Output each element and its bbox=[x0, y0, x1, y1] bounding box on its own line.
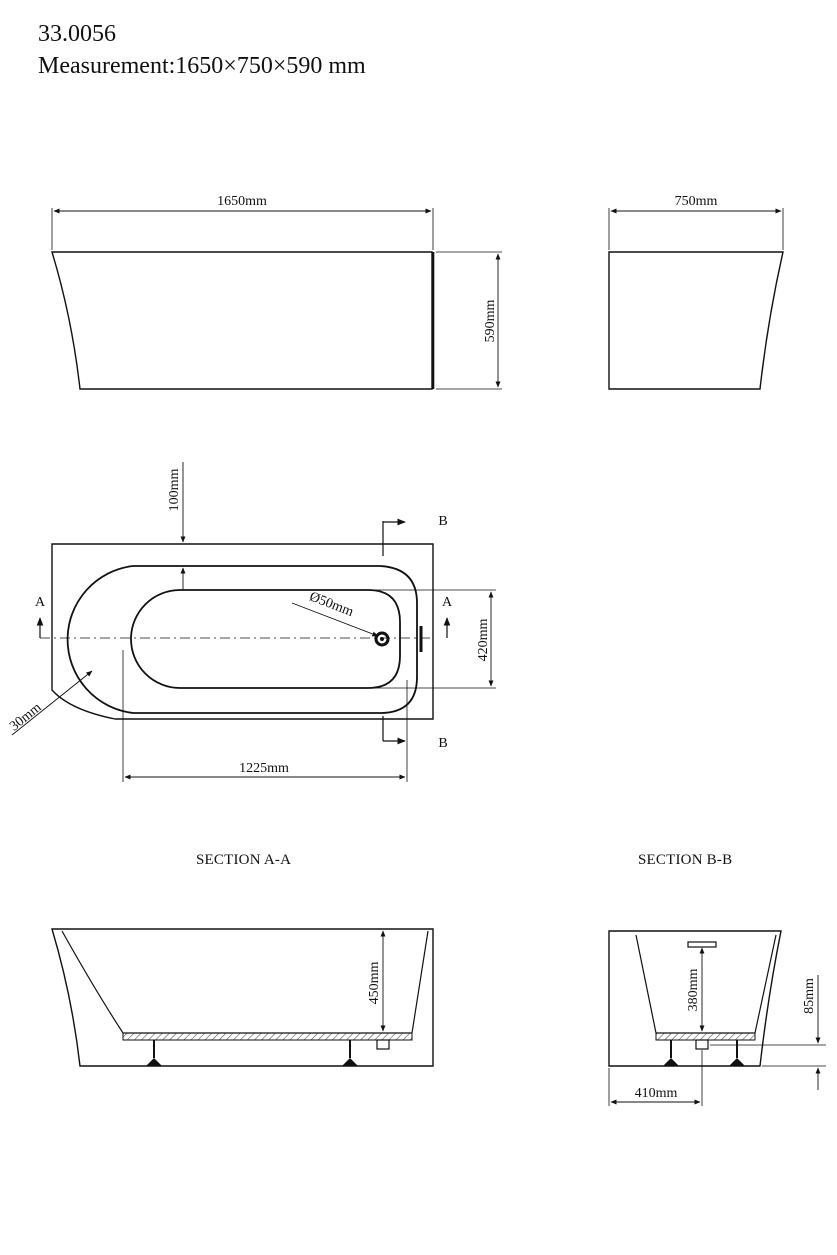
section-b-bottom-label: B bbox=[438, 736, 447, 751]
inner-length-label: 1225mm bbox=[239, 761, 289, 776]
drain-label: Ø50mm bbox=[307, 590, 355, 620]
section-aa-view bbox=[51, 928, 434, 1067]
section-bb-depth-label: 380mm bbox=[686, 969, 701, 1012]
inner-width-label: 420mm bbox=[476, 619, 491, 662]
top-view-outline bbox=[51, 543, 434, 720]
section-bb-leg-right bbox=[729, 1058, 745, 1066]
section-aa-leg-right bbox=[342, 1058, 358, 1066]
section-aa-shell bbox=[51, 928, 434, 1067]
section-aa-floor bbox=[122, 1032, 413, 1041]
side-view-outline bbox=[608, 251, 784, 390]
section-bb-view bbox=[608, 930, 826, 1106]
section-bb-shell bbox=[608, 930, 782, 1067]
front-view bbox=[51, 208, 502, 390]
corner-leader bbox=[11, 670, 93, 736]
side-view bbox=[608, 208, 784, 390]
section-bb-drain bbox=[695, 1039, 709, 1050]
measurement-label: Measurement:1650×750×590 mm bbox=[38, 53, 366, 79]
section-aa-leg-left bbox=[146, 1058, 162, 1066]
front-view-outline bbox=[51, 251, 433, 390]
rim-label: 100mm bbox=[167, 469, 182, 512]
front-height-label: 590mm bbox=[483, 300, 498, 343]
section-bb-base-label: 85mm bbox=[802, 978, 817, 1014]
section-aa-title: SECTION A-A bbox=[196, 852, 292, 868]
section-bb-overflow bbox=[687, 941, 717, 948]
section-a-left-label: A bbox=[35, 595, 46, 610]
model-number: 33.0056 bbox=[38, 21, 116, 47]
top-view-basin bbox=[130, 589, 401, 689]
section-bb-title: SECTION B-B bbox=[638, 852, 733, 868]
section-bb-offset-label: 410mm bbox=[635, 1086, 678, 1101]
section-bb-basin bbox=[635, 934, 777, 1034]
corner-label: 30mm bbox=[7, 700, 44, 734]
section-a-right-label: A bbox=[442, 595, 453, 610]
section-bb-leg-left bbox=[663, 1058, 679, 1066]
section-bb-floor bbox=[655, 1032, 756, 1041]
section-aa-depth-label: 450mm bbox=[367, 962, 382, 1005]
section-b-top-label: B bbox=[438, 514, 447, 529]
front-length-label: 1650mm bbox=[217, 194, 267, 209]
drain-leader bbox=[291, 602, 379, 637]
side-width-label: 750mm bbox=[675, 194, 718, 209]
top-view-rim bbox=[66, 565, 418, 714]
section-aa-drain bbox=[376, 1039, 390, 1050]
drain-icon bbox=[374, 631, 390, 647]
top-view bbox=[11, 462, 496, 782]
